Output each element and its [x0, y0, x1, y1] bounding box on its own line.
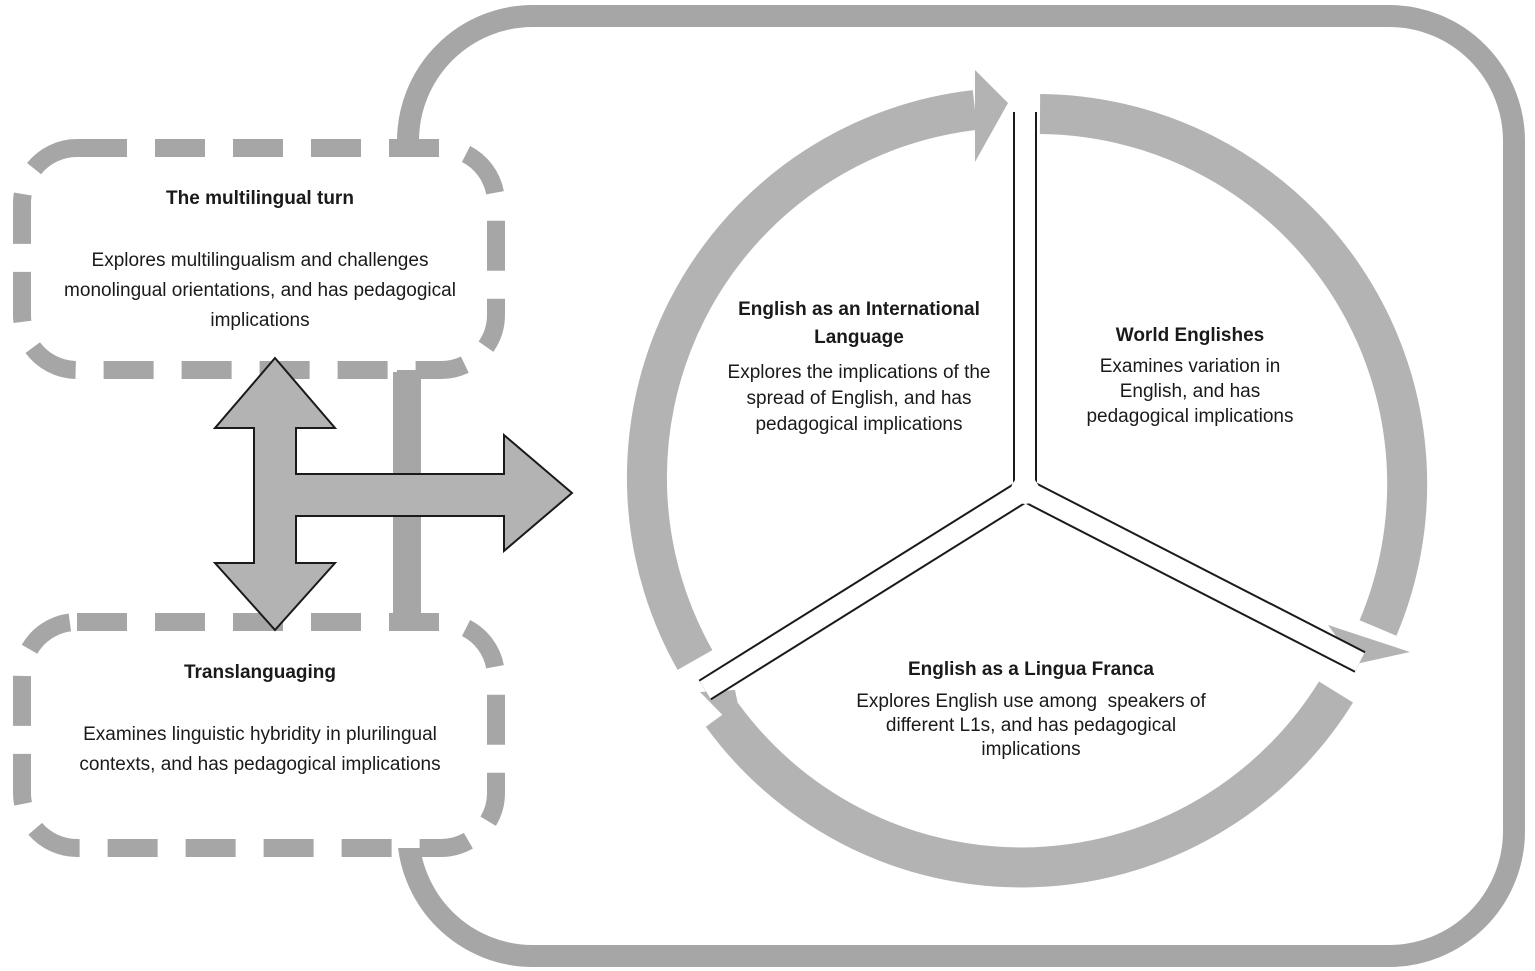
we-body: Examines variation in English, and has p… — [1086, 356, 1294, 427]
cycle-arrowhead-left — [700, 690, 745, 738]
cycle-dividers — [698, 112, 1366, 701]
translanguaging-body: Examines linguistic hybridity in plurili… — [79, 724, 441, 775]
we-title: World Englishes — [1115, 325, 1265, 346]
cycle-arc-right — [1039, 94, 1428, 636]
cycle-arrowhead-right — [1328, 625, 1410, 664]
elf-label: English as a Lingua Franca Explores Engl… — [838, 656, 1224, 762]
we-label: World Englishes Examines variation in En… — [1070, 322, 1310, 429]
translanguaging-title: Translanguaging — [183, 662, 337, 683]
outer-frame — [397, 5, 1525, 967]
elf-body: Explores English use among speakers of d… — [856, 691, 1212, 760]
three-way-arrow — [212, 356, 574, 632]
cycle-arc-left — [626, 90, 978, 670]
eil-label: English as an International Language Exp… — [725, 296, 993, 438]
elf-title: English as a Lingua Franca — [907, 659, 1154, 680]
translanguaging-box — [13, 613, 505, 857]
multilingual-turn-box — [13, 139, 505, 379]
translanguaging-label: Translanguaging Examines linguistic hybr… — [60, 660, 460, 780]
multilingual-turn-body: Explores multilingualism and challenges … — [64, 250, 456, 331]
eil-title: English as an International Language — [738, 299, 980, 348]
multilingual-turn-title: The multilingual turn — [166, 188, 354, 209]
eil-body: Explores the implications of the spread … — [727, 362, 991, 435]
cycle-arc-bottom — [705, 681, 1354, 888]
multilingual-turn-label: The multilingual turn Explores multiling… — [60, 186, 460, 336]
cycle-arrowhead-top — [975, 70, 1008, 162]
